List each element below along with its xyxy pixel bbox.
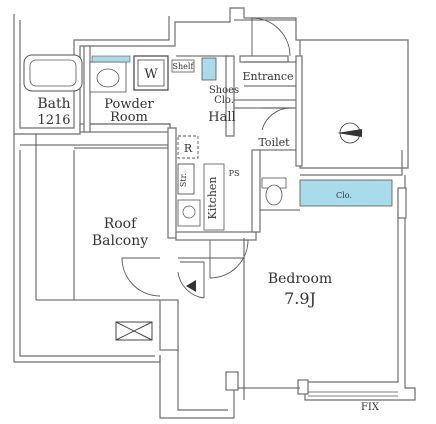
storage-label: Str. bbox=[179, 173, 188, 187]
hall-door[interactable] bbox=[261, 107, 293, 131]
balcony-door[interactable] bbox=[121, 257, 205, 299]
powder-room-label-2: Room bbox=[110, 110, 148, 125]
powder-room-label-1: Powder bbox=[104, 97, 154, 112]
fix-label: FIX bbox=[361, 402, 380, 413]
powder-mirror bbox=[91, 55, 131, 63]
roof-balcony-label-1: Roof bbox=[104, 216, 138, 232]
shoes-closet-label-1: Shoes bbox=[209, 85, 239, 96]
closet-label: Clo. bbox=[336, 191, 352, 200]
refrigerator-space bbox=[177, 135, 199, 159]
shoes-closet-panel bbox=[201, 57, 217, 81]
storage-cabinet bbox=[177, 163, 195, 195]
bath-size-label: 1216 bbox=[37, 113, 70, 128]
shelf-label: Shelf bbox=[173, 62, 195, 71]
washer-space bbox=[133, 55, 169, 91]
entry-arrow-icon bbox=[186, 280, 196, 292]
kitchen-label: Kitchen bbox=[206, 177, 219, 220]
bedroom-door[interactable] bbox=[209, 239, 249, 279]
roof-balcony-label-2: Balcony bbox=[92, 233, 148, 249]
toilet-fixture bbox=[261, 177, 287, 206]
bedroom-closet bbox=[299, 179, 393, 207]
entrance-label: Entrance bbox=[242, 70, 293, 83]
entrance-door[interactable] bbox=[251, 17, 291, 57]
kitchen-counter bbox=[203, 163, 225, 231]
fix-window bbox=[308, 391, 398, 397]
bedroom-size-label: 7.9J bbox=[284, 289, 316, 308]
bath-label: Bath bbox=[37, 96, 70, 112]
outdoor-unit bbox=[115, 321, 153, 341]
powder-sink bbox=[89, 61, 127, 93]
pipe-space-label: PS bbox=[229, 169, 240, 178]
shoes-closet-label-2: Clo. bbox=[214, 95, 234, 106]
washer-label: W bbox=[144, 67, 158, 82]
shelf-area bbox=[171, 59, 195, 73]
toilet-label: Toilet bbox=[258, 136, 290, 149]
walls bbox=[13, 7, 416, 419]
north-arrow-icon bbox=[337, 122, 362, 144]
stove bbox=[177, 199, 201, 227]
bathtub bbox=[23, 54, 83, 92]
bedroom-label: Bedroom bbox=[268, 271, 332, 287]
labels: Bath 1216 Powder Room W Shelf Shoes Clo.… bbox=[37, 62, 380, 413]
refrigerator-label: R bbox=[184, 142, 193, 155]
hall-label: Hall bbox=[208, 110, 235, 125]
